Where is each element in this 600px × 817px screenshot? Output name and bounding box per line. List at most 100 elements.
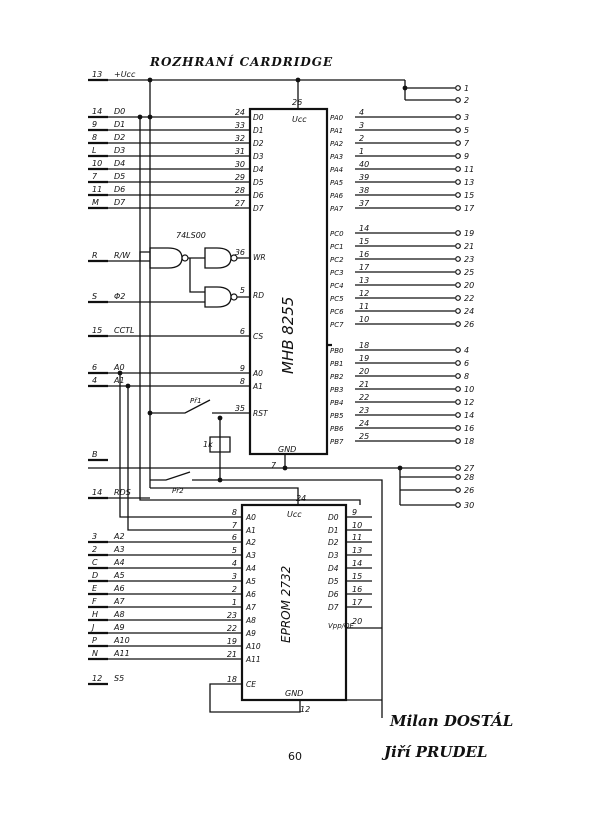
- author-2: Jiří PRUDEL: [381, 743, 487, 761]
- junction-dot: [147, 410, 153, 416]
- left-connector-B: B: [92, 450, 98, 459]
- pin-eprom-A10-name: A10: [245, 642, 261, 651]
- connector-17[interactable]: [455, 205, 461, 211]
- connector-19[interactable]: [455, 230, 461, 236]
- connector-16[interactable]: [455, 425, 461, 431]
- connector-23-label: 23: [464, 255, 474, 264]
- left-signal-A3: A3: [113, 545, 125, 554]
- left-connector-F: F: [92, 597, 97, 606]
- left-signal-A4: A4: [113, 558, 125, 567]
- pin-8255-PC0-name: PC0: [330, 230, 344, 238]
- switch-2: [150, 471, 220, 481]
- nand-gates: 74LS00: [105, 231, 250, 308]
- connector-10[interactable]: [455, 386, 461, 392]
- pin-8255-PC0-num: 14: [359, 224, 369, 233]
- pin-eprom-A4-num: 4: [232, 559, 237, 568]
- pin-8255-vcc-num: 26: [292, 98, 302, 107]
- connector-11[interactable]: [455, 166, 461, 172]
- connector-5-label: 5: [464, 126, 469, 135]
- pin-8255-PB4-name: PB4: [330, 399, 343, 407]
- junction-dot: [397, 465, 403, 471]
- pin-8255-PA5-num: 39: [359, 173, 369, 182]
- pin-eprom-D7-num: 17: [352, 598, 363, 607]
- connector-28[interactable]: [455, 474, 461, 480]
- pin-eprom-D0-num: 9: [352, 508, 357, 517]
- connector-10-label: 10: [464, 385, 474, 394]
- connector-27[interactable]: [455, 465, 461, 471]
- connector-18[interactable]: [455, 438, 461, 444]
- pin-8255-CS-num: 6: [240, 327, 245, 336]
- connector-2[interactable]: [455, 97, 461, 103]
- connector-26[interactable]: [455, 321, 461, 327]
- connector-20[interactable]: [455, 282, 461, 288]
- connector-20-label: 20: [464, 281, 474, 290]
- switch-1-label: Př1: [190, 397, 202, 405]
- left-signal-CCTL: CCTL: [114, 326, 135, 335]
- connector-5[interactable]: [455, 127, 461, 133]
- pin-eprom-A0-name: A0: [245, 513, 256, 522]
- left-signal-A6: A6: [113, 584, 125, 593]
- connector-8[interactable]: [455, 373, 461, 379]
- gate-label: 74LS00: [176, 231, 206, 240]
- connector-24[interactable]: [455, 308, 461, 314]
- pin-8255-A0-num: 9: [240, 364, 245, 373]
- pin-eprom-A4-name: A4: [245, 564, 256, 573]
- connector-22[interactable]: [455, 295, 461, 301]
- left-connector-15: 15: [92, 326, 102, 335]
- connector-13-label: 13: [464, 178, 474, 187]
- pin-8255-PC2-name: PC2: [330, 256, 344, 264]
- left-connector-P: P: [92, 636, 97, 645]
- pin-8255-PB5-num: 23: [359, 406, 369, 415]
- pin-eprom-A11-name: A11: [245, 655, 261, 664]
- pin-eprom-vcc-num: 24: [296, 494, 306, 503]
- connector-13[interactable]: [455, 179, 461, 185]
- pin-eprom-D0-name: D0: [328, 513, 339, 522]
- connector-21[interactable]: [455, 243, 461, 249]
- connector-12[interactable]: [455, 399, 461, 405]
- pin-eprom-gnd-num: 12: [300, 705, 310, 714]
- connector-30[interactable]: [455, 502, 461, 508]
- pin-eprom-A2-name: A2: [245, 538, 256, 547]
- pin-8255-PC3-num: 17: [359, 263, 370, 272]
- pin-eprom-A10-num: 19: [227, 637, 237, 646]
- connector-22-label: 22: [464, 294, 474, 303]
- connector-terminals[interactable]: 3579111315171921232520222426468101214161…: [455, 84, 475, 510]
- connector-1[interactable]: [455, 85, 461, 91]
- pin-8255-D3-name: D3: [253, 152, 264, 161]
- wire: [119, 373, 242, 518]
- left-connector-7: 7: [92, 172, 98, 181]
- connector-9[interactable]: [455, 153, 461, 159]
- pin-8255-PC3-name: PC3: [330, 269, 344, 277]
- left-signal-+Ucc: +Ucc: [114, 70, 136, 79]
- connector-3[interactable]: [455, 114, 461, 120]
- pin-8255-WR-name: WR: [253, 253, 266, 262]
- pin-eprom-D2-num: 11: [352, 533, 362, 542]
- pin-8255-D5-num: 29: [235, 173, 245, 182]
- pin-8255-PA3-num: 1: [359, 147, 364, 156]
- pin-eprom-A9-num: 22: [227, 624, 237, 633]
- connector-26[interactable]: [455, 487, 461, 493]
- connector-4[interactable]: [455, 347, 461, 353]
- pin-eprom-A7-num: 1: [232, 598, 237, 607]
- pin-8255-RST-num: 35: [235, 404, 245, 413]
- connector-6[interactable]: [455, 360, 461, 366]
- pin-8255-A1-num: 8: [240, 377, 245, 386]
- connector-14[interactable]: [455, 412, 461, 418]
- pin-8255-PA2-name: PA2: [330, 140, 344, 148]
- pin-8255-PB5-name: PB5: [330, 412, 344, 420]
- connector-23[interactable]: [455, 256, 461, 262]
- pin-8255-D2-num: 32: [235, 134, 245, 143]
- pin-8255-PB1-num: 19: [359, 354, 369, 363]
- connector-15[interactable]: [455, 192, 461, 198]
- left-connector-C: C: [92, 558, 98, 567]
- connector-25[interactable]: [455, 269, 461, 275]
- pin-eprom-CE-num: 18: [227, 675, 237, 684]
- connector-7[interactable]: [455, 140, 461, 146]
- pin-8255-D4-num: 30: [235, 160, 245, 169]
- chip-eprom: [240, 503, 348, 702]
- pin-8255-PC6-name: PC6: [330, 308, 344, 316]
- connector-11-label: 11: [464, 165, 474, 174]
- left-signal-S5: S5: [114, 674, 124, 683]
